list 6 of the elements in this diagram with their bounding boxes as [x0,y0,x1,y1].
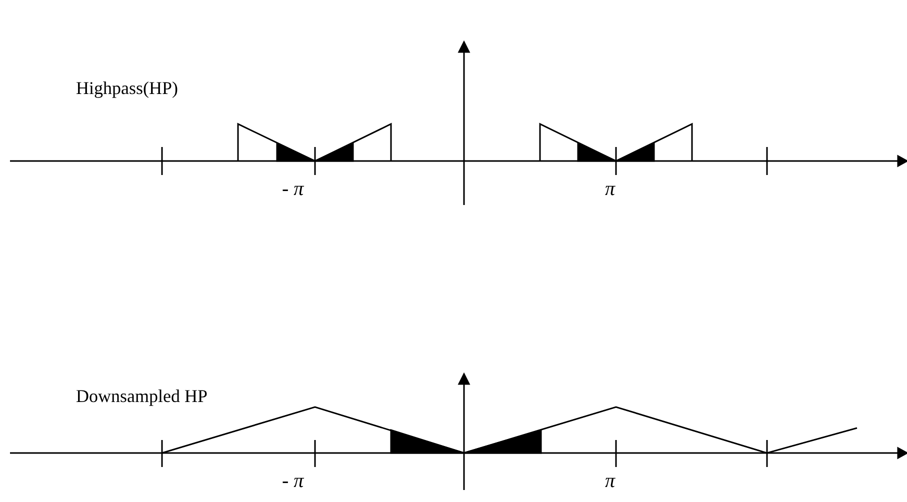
axis-tick-label: π [605,179,616,199]
plot-title: Highpass(HP) [76,79,178,97]
axis-tick-label: - π [282,471,304,491]
plot-title: Downsampled HP [76,387,208,405]
axis-tick-label: π [605,471,616,491]
axis-tick-label: - π [282,179,304,199]
